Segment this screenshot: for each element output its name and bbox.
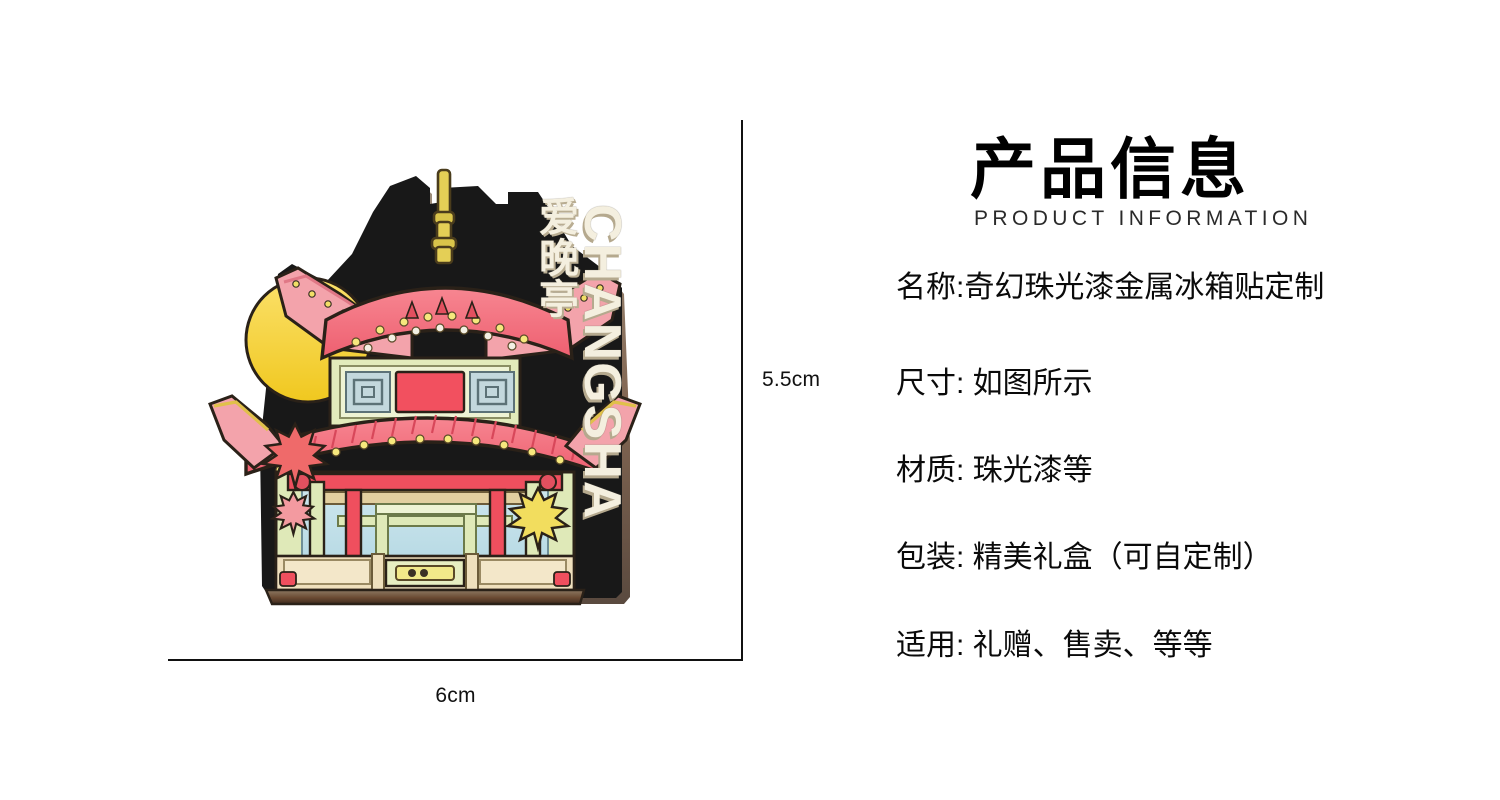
spec-usage: 适用: 礼赠、售卖、等等 [896, 629, 1213, 662]
dimension-label-height: 5.5cm [762, 368, 821, 391]
spec-material: 材质: 珠光漆等 [896, 454, 1093, 487]
magnet-english-text: CHANGSHA [573, 204, 631, 521]
spec-name: 名称:奇幻珠光漆金属冰箱贴定制 [896, 271, 1325, 304]
dimension-line-vertical [741, 120, 743, 661]
fridge-magnet-illustration [180, 152, 670, 617]
product-photo-area: 爱晚亭 CHANGSHA 6cm 5.5cm [168, 120, 820, 707]
info-title: 产品信息 [970, 134, 1250, 207]
spec-packaging: 包装: 精美礼盒（可自定制） [896, 541, 1273, 574]
product-information-panel: 产品信息 PRODUCT INFORMATION 名称:奇幻珠光漆金属冰箱贴定制… [860, 0, 1500, 800]
spec-size: 尺寸: 如图所示 [896, 367, 1093, 400]
magnet-chinese-text: 爱晚亭 [533, 196, 577, 319]
dimension-label-width: 6cm [435, 684, 476, 707]
dimension-line-horizontal [168, 659, 743, 661]
info-subtitle: PRODUCT INFORMATION [974, 207, 1313, 230]
